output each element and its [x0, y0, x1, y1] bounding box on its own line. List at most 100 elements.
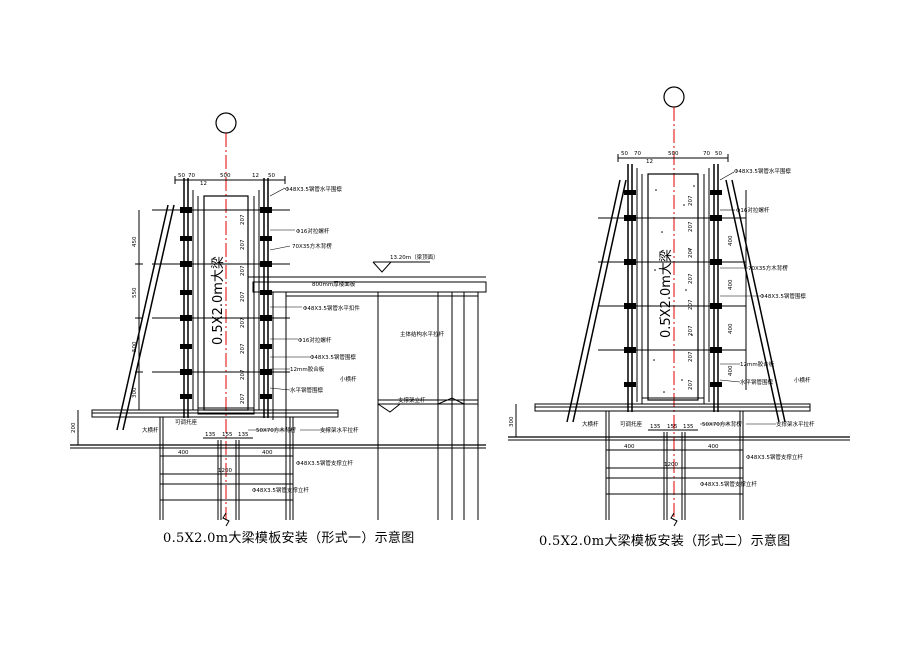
spacing-5: 207 — [688, 299, 694, 310]
callout-8: 水平钢管围檩 — [290, 386, 324, 394]
side-dim-3: 500 — [132, 341, 138, 352]
callout-1: Φ48X3.5钢管水平围檩 — [285, 185, 342, 193]
spacing-4: 207 — [240, 291, 246, 302]
callout-13: 主体结构水平拉杆 — [400, 330, 445, 338]
dim-12: 12 — [646, 159, 653, 165]
top-dim-1: 50 — [178, 173, 185, 179]
bottom-dim-1: 400 — [178, 450, 189, 456]
top-dim-2: 70 — [188, 173, 195, 179]
slab-label: 800mm厚楼面板 — [312, 280, 356, 288]
bottom-dim-2: 400 — [708, 444, 719, 450]
callout-6: Φ48X3.5钢管围檩 — [310, 353, 356, 361]
figure-2-labels: 0.5X2.0m大梁 50 70 500 70 50 12 400 400 40… — [509, 151, 815, 488]
elevation-label: 13.20m（梁顶面） — [390, 253, 439, 261]
callout-14: 支撑架立杆 — [398, 396, 426, 404]
bottom-small-dim-2: 155 — [667, 424, 678, 430]
bottom-dim-2: 400 — [262, 450, 273, 456]
bottom-small-dim-1: 135 — [650, 424, 661, 430]
side-dim-1: 450 — [132, 236, 138, 247]
left-label-1: 大横杆 — [142, 426, 159, 434]
left-label-2: 可调托座 — [175, 418, 198, 426]
left-label-1: 大横杆 — [582, 420, 599, 428]
callout-3: 70X35方木背楞 — [748, 264, 788, 272]
top-dim-4: 12 — [252, 173, 259, 179]
callout-2: Φ16对拉螺杆 — [736, 206, 770, 214]
callout-1: Φ48X3.5钢管水平围檩 — [734, 167, 791, 175]
figure-2-caption: 0.5X2.0m大梁模板安装（形式二）示意图 — [539, 534, 791, 549]
concrete-texture — [653, 185, 695, 393]
callout-9: Φ48X3.5钢管支撑立杆 — [296, 459, 353, 467]
callout-12: 支撑架水平拉杆 — [320, 426, 359, 434]
side-dim-2: 400 — [728, 279, 734, 290]
side-dim-4: 400 — [728, 365, 734, 376]
break-symbol — [670, 512, 678, 527]
break-symbol — [222, 512, 230, 527]
figure-2 — [508, 86, 850, 527]
spacing-6: 207 — [240, 343, 246, 354]
spacing-8: 207 — [688, 379, 694, 390]
side-dim-4: 300 — [132, 387, 138, 398]
spacing-5: 207 — [240, 317, 246, 328]
spacing-1: 207 — [240, 214, 246, 225]
top-dim-2: 70 — [634, 151, 641, 157]
figure-1-caption: 0.5X2.0m大梁模板安装（形式一）示意图 — [163, 531, 415, 546]
top-dim-1: 50 — [621, 151, 628, 157]
spacing-8: 207 — [240, 393, 246, 404]
callout-3: 70X35方木背楞 — [292, 242, 332, 250]
callout-5: 12mm胶合板 — [740, 360, 775, 368]
spacing-2: 207 — [240, 239, 246, 250]
side-dim-2: 550 — [132, 287, 138, 298]
top-dim-3: 500 — [220, 173, 231, 179]
spacing-3: 207 — [240, 265, 246, 276]
spacing-6: 207 — [688, 325, 694, 336]
height-dim: 300 — [509, 416, 515, 427]
callout-4: Φ48X3.5钢管围檩 — [760, 292, 806, 300]
callout-5: Φ16对拉螺杆 — [298, 336, 332, 344]
elevation-marker — [372, 261, 393, 273]
callout-8: 支撑架水平拉杆 — [776, 420, 815, 428]
callout-10: Φ48X3.5钢管支撑立杆 — [700, 480, 757, 488]
callout-9: Φ48X3.5钢管支撑立杆 — [746, 453, 803, 461]
bottom-dim-3: 1200 — [664, 462, 678, 468]
spacing-7: 207 — [688, 351, 694, 362]
beam-body — [647, 173, 699, 401]
left-label-2: 可调托座 — [620, 420, 643, 428]
bottom-small-dim-1: 135 — [205, 432, 216, 438]
axis-marker — [663, 86, 685, 108]
callout-7: 50X70方木背楞 — [702, 420, 742, 428]
dim-12: 12 — [200, 181, 207, 187]
callout-7: 12mm胶合板 — [290, 365, 325, 373]
bottom-dim-3: 1200 — [218, 468, 232, 474]
floor-slab — [252, 281, 487, 293]
bottom-small-dim-3: 135 — [238, 432, 249, 438]
bottom-dim-1: 400 — [624, 444, 635, 450]
callout-6: 水平钢管围檩 — [740, 378, 774, 386]
side-dim-1: 400 — [728, 235, 734, 246]
bottom-small-dim-3: 135 — [683, 424, 694, 430]
spacing-1: 207 — [688, 195, 694, 206]
left-label-3: 小横杆 — [340, 375, 357, 383]
left-label-3: 小横杆 — [794, 376, 811, 384]
spacing-3: 207 — [688, 247, 694, 258]
top-dim-3: 500 — [668, 151, 679, 157]
top-dim-5: 50 — [268, 173, 275, 179]
callout-4: Φ48X3.5钢管水平扣件 — [303, 304, 360, 312]
bottom-small-dim-2: 155 — [222, 432, 233, 438]
spacing-4: 207 — [688, 273, 694, 284]
spacing-7: 207 — [240, 369, 246, 380]
callout-2: Φ16对拉螺杆 — [296, 227, 330, 235]
beam-bottom-form — [197, 407, 255, 415]
figure-1-labels: 0.5X2.0m大梁 50 70 500 12 50 12 450 550 50… — [71, 173, 445, 494]
callout-10: Φ48X3.5钢管支撑立杆 — [252, 486, 309, 494]
side-dim-3: 400 — [728, 323, 734, 334]
height-dim: 200 — [71, 422, 77, 433]
top-dim-4: 70 — [703, 151, 710, 157]
beam-label: 0.5X2.0m大梁 — [211, 256, 226, 345]
beam-label: 0.5X2.0m大梁 — [659, 249, 674, 338]
spacing-2: 207 — [688, 221, 694, 232]
figure-1 — [70, 112, 487, 527]
top-dim-5: 50 — [715, 151, 722, 157]
callout-11: 50X70方木背楞 — [256, 426, 296, 434]
axis-marker — [215, 112, 237, 134]
